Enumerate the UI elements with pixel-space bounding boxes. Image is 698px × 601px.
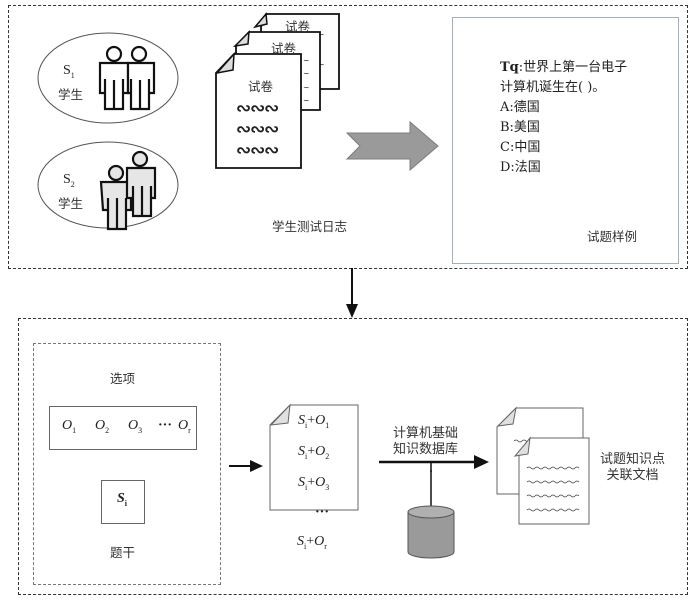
exam-paper-title: 试卷 (271, 41, 297, 56)
association-documents-icon (496, 406, 590, 525)
stem-symbol: Si (117, 491, 128, 508)
svg-text:∼: ∼ (303, 96, 310, 105)
knowledge-base-label: 计算机基础 知识数据库 (393, 426, 458, 458)
person-icon (99, 164, 133, 231)
transform-arrow-icon (345, 120, 439, 172)
association-document-label: 试题知识点 关联文档 (600, 452, 665, 484)
student-1-label: 学生 (58, 87, 84, 102)
question-sample-box (452, 17, 679, 264)
combination-item: Si+O2 (298, 443, 330, 461)
exam-paper-front (214, 51, 302, 169)
person-icon (125, 150, 157, 218)
student-test-log-panel (8, 5, 688, 269)
database-icon (407, 470, 455, 559)
svg-text:∼: ∼ (303, 56, 310, 65)
option-item: O1 (62, 418, 77, 435)
wave-line: ∾∾∾ (236, 98, 279, 119)
question-decomposition-box (33, 343, 221, 585)
student-group-1 (37, 32, 179, 124)
combination-item: Si+O3 (298, 474, 330, 492)
exam-paper-title: 试卷 (248, 79, 274, 94)
question-option-b: B:美国 (500, 120, 540, 135)
svg-text:∼: ∼ (303, 69, 310, 78)
question-line-2: 计算机诞生在( )。 (500, 80, 606, 95)
exam-paper-content: ∾∾∾ ∾∾∾ ∾∾∾ (236, 98, 279, 161)
right-arrow-icon (229, 460, 263, 472)
last-combination: Si+Or (297, 534, 327, 551)
student-1-subscript: 1 (70, 70, 75, 80)
options-box (49, 406, 197, 450)
question-line-1: :世界上第一台电子 (518, 60, 628, 75)
student-2-label: 学生 (58, 196, 84, 211)
student-1-id: S1 (63, 63, 75, 80)
knowledge-base-arrow-icon (379, 455, 489, 472)
down-arrow-icon (346, 268, 358, 318)
question-option-a: A:德国 (500, 100, 540, 115)
options-list: O1 O2 O3 ··· Or (62, 418, 191, 435)
question-prefix: Tq (500, 60, 519, 75)
stem-label: 题干 (110, 545, 136, 560)
svg-text:∼: ∼ (303, 83, 310, 92)
association-document-label-line-2: 关联文档 (606, 468, 659, 483)
question-sample-caption: 试题样例 (587, 229, 638, 244)
question-stem-line-1: Tq:世界上第一台电子 (500, 58, 627, 78)
wave-line: ∾∾∾ (236, 119, 279, 140)
person-icon (98, 45, 130, 111)
student-1-symbol: S (63, 63, 71, 78)
student-2-subscript: 2 (70, 179, 75, 189)
knowledge-association-panel (18, 318, 688, 595)
association-document-label-line-1: 试题知识点 (600, 452, 666, 467)
student-test-log-caption: 学生测试日志 (272, 219, 348, 234)
student-group-2 (37, 141, 179, 231)
question-sample-text: Tq:世界上第一台电子 计算机诞生在( )。 A:德国 B:美国 C:中国 D:… (500, 58, 627, 178)
question-option-d: D:法国 (500, 160, 541, 175)
combination-list: Si+O1 Si+O2 Si+O3 ··· (298, 408, 329, 526)
knowledge-base-label-line-1: 计算机基础 (393, 426, 459, 441)
combination-item: Si+O1 (298, 413, 330, 430)
options-label: 选项 (110, 371, 136, 386)
exam-paper-title: 试卷 (285, 19, 311, 34)
document-front (513, 436, 590, 525)
student-2-id: S2 (63, 172, 75, 189)
option-item: O3 (128, 418, 143, 435)
wave-mark: ∼ (318, 30, 325, 39)
option-item: Or (178, 418, 191, 435)
combination-document (269, 403, 359, 511)
option-item: O2 (95, 418, 110, 435)
wave-mark: ∼ (318, 60, 325, 69)
stem-box (101, 480, 145, 524)
knowledge-base-label-line-2: 知识数据库 (393, 442, 459, 457)
option-ellipsis: ··· (158, 418, 173, 433)
person-icon (126, 45, 156, 111)
question-option-c: C:中国 (500, 140, 541, 155)
combination-ellipsis: ··· (315, 505, 330, 521)
student-2-symbol: S (63, 172, 71, 187)
exam-paper-stack: ∼ ∼ ∼ ∼ ∼ ∼ (214, 12, 340, 169)
wave-line: ∾∾∾ (236, 140, 279, 161)
